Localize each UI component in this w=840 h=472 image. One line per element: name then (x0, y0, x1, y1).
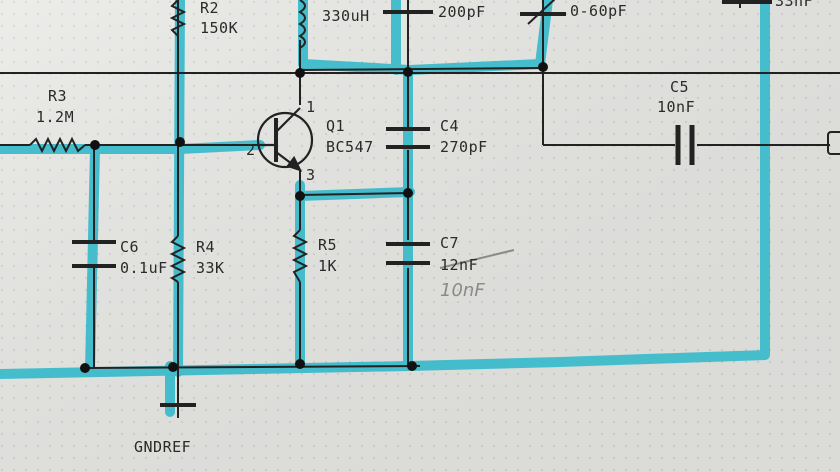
cap-33nf-value-label: 33nF (775, 0, 813, 10)
c7-handwritten-correction: 10nF (440, 280, 485, 301)
transistor-q1-symbol (256, 107, 314, 172)
r5-value-label: 1K (318, 257, 337, 275)
r4-resistor-symbol (169, 235, 187, 283)
junction-dots (80, 62, 548, 373)
q1-collector-pin: 1 (306, 98, 316, 116)
r3-resistor-symbol (29, 136, 86, 154)
c5-value-label: 10nF (657, 98, 695, 116)
c7-ref-label: C7 (440, 234, 459, 252)
ground-label: GNDREF (134, 438, 191, 456)
trimmer-cap-symbol (520, 0, 566, 25)
r4-ref-label: R4 (196, 238, 215, 256)
r5-ref-label: R5 (318, 236, 337, 254)
cap-200pf-value-label: 200pF (438, 3, 486, 21)
c4-value-label: 270pF (440, 138, 488, 156)
inductor-value-label: 330uH (322, 7, 370, 25)
q1-part-label: BC547 (326, 138, 374, 156)
c4-ref-label: C4 (440, 117, 459, 135)
c5-capacitor-symbol (675, 125, 695, 165)
r3-value-label: 1.2M (36, 108, 74, 126)
c7-capacitor-symbol (386, 242, 430, 265)
c7-strikethrough (439, 249, 515, 269)
c5-connector (827, 131, 840, 155)
q1-emitter-pin: 3 (306, 166, 316, 184)
c6-capacitor-symbol (72, 240, 116, 268)
r2-resistor-symbol (169, 0, 187, 37)
c6-ref-label: C6 (120, 238, 139, 256)
ground-symbol (160, 403, 196, 418)
q1-base-pin: 2 (246, 141, 256, 159)
c6-value-label: 0.1uF (120, 259, 168, 277)
c5-ref-label: C5 (670, 78, 689, 96)
r2-value-label: 150K (200, 19, 238, 37)
r2-ref-label: R2 (200, 0, 219, 17)
r3-ref-label: R3 (48, 87, 67, 105)
q1-ref-label: Q1 (326, 117, 345, 135)
inductor-symbol (298, 0, 306, 49)
r4-value-label: 33K (196, 259, 225, 277)
c4-capacitor-symbol (386, 127, 430, 149)
c7-value-label: 12nF (440, 256, 478, 274)
r5-resistor-symbol (291, 229, 309, 283)
trimmer-value-label: 0-60pF (570, 2, 627, 20)
